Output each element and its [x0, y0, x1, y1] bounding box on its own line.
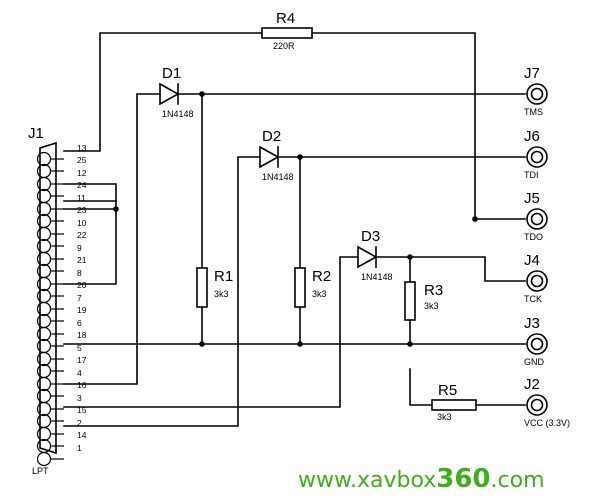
jack-ref: J3: [524, 315, 540, 332]
jack-ref: J6: [524, 128, 540, 145]
jack-signal: TCK: [524, 294, 542, 304]
connector-pin-number: 14: [77, 430, 87, 440]
connector-pin-number: 6: [77, 318, 82, 328]
jack-outer: [526, 394, 548, 416]
connector-pin-number: 17: [77, 355, 87, 365]
connector-pin-number: 19: [77, 305, 87, 315]
connector-pin-number: 10: [77, 218, 87, 228]
connector-pin-number: 23: [77, 205, 87, 215]
connector-pin-number: 16: [77, 380, 87, 390]
r4-value: 220R: [273, 41, 295, 51]
watermark-prefix: www.xavbox: [298, 468, 436, 493]
junction-dot: [407, 254, 413, 260]
jack-signal: TMS: [524, 107, 543, 117]
resistor-r1: R1 3k3: [196, 267, 233, 308]
connector-pin-number: 13: [77, 143, 87, 153]
connector-pin-number: 4: [77, 368, 82, 378]
junction-dot: [113, 206, 119, 212]
connector-pin-number: 20: [77, 280, 87, 290]
r3-ref: R3: [424, 282, 443, 299]
resistor-r3: R3 3k3: [404, 281, 443, 321]
jack-ref: J7: [524, 65, 540, 82]
r2-value: 3k3: [312, 289, 327, 299]
jack-outer: [526, 146, 548, 168]
resistor-r4: R4 220R: [261, 10, 313, 51]
jack-inner: [530, 212, 544, 226]
connector-pin-number: 7: [77, 293, 82, 303]
connector-name: LPT: [32, 466, 49, 476]
jack-outer: [526, 270, 548, 292]
watermark: www.xavbox360.com: [298, 464, 545, 494]
connector-pin-number: 8: [77, 268, 82, 278]
connector-pin-number: 25: [77, 155, 87, 165]
jack-inner: [530, 150, 544, 164]
r1-ref: R1: [214, 268, 233, 285]
connector-pin-number: 15: [77, 405, 87, 415]
connector-pin-number: 24: [77, 180, 87, 190]
r2-ref: R2: [312, 268, 331, 285]
d3-value: 1N4148: [361, 272, 393, 282]
jack-inner: [530, 274, 544, 288]
junction-dot: [407, 341, 413, 347]
diode-d3: D3 1N4148: [357, 228, 393, 282]
jack-signal: TDO: [524, 232, 543, 242]
r5-ref: R5: [438, 382, 457, 399]
connector-pin-number: 21: [77, 255, 87, 265]
connector-pin-number: 18: [77, 330, 87, 340]
r1-value: 3k3: [214, 289, 229, 299]
d1-ref: D1: [162, 65, 181, 82]
junction-dot: [199, 91, 205, 97]
junction-dot: [199, 341, 205, 347]
junction-dot: [472, 216, 478, 222]
connector-pin: [36, 451, 52, 467]
jack-signal: TDI: [524, 170, 539, 180]
connector-pin-number: 22: [77, 230, 87, 240]
r4-ref: R4: [276, 10, 295, 27]
connector-pin-number: 5: [77, 343, 82, 353]
jack-outer: [526, 208, 548, 230]
d3-ref: D3: [361, 228, 380, 245]
wires: [63, 32, 526, 427]
d2-ref: D2: [262, 128, 281, 145]
connector-pin-number: 1: [77, 443, 82, 453]
watermark-accent: 360: [436, 464, 490, 494]
jack-inner: [530, 87, 544, 101]
r3-value: 3k3: [424, 301, 439, 311]
jack-signal: GND: [524, 357, 545, 367]
diode-d1: D1 1N4148: [159, 65, 194, 119]
jack-ref: J2: [524, 376, 540, 393]
resistor-r2: R2 3k3: [294, 267, 331, 308]
watermark-suffix: .com: [491, 468, 545, 493]
d1-value: 1N4148: [162, 109, 194, 119]
jack-inner: [530, 398, 544, 412]
connector-pin-number: 3: [77, 393, 82, 403]
junction-dot: [297, 341, 303, 347]
jack-outer: [526, 83, 548, 105]
junction-dot: [297, 154, 303, 160]
jack-outer: [526, 333, 548, 355]
connector-pin-number: 2: [77, 418, 82, 428]
diode-d2: D2 1N4148: [259, 128, 294, 182]
connector-pin-number: 11: [77, 193, 86, 203]
junctions: [113, 91, 478, 347]
resistor-r5: R5 3k3: [431, 382, 477, 422]
jack-ref: J5: [524, 190, 540, 207]
connector-ref: J1: [28, 125, 44, 142]
connector-pin-number: 9: [77, 243, 82, 253]
r5-value: 3k3: [437, 412, 452, 422]
jack-signal: VCC (3.3V): [524, 418, 570, 428]
jack-ref: J4: [524, 252, 540, 269]
d2-value: 1N4148: [262, 172, 294, 182]
jack-inner: [530, 337, 544, 351]
connector-pin-number: 12: [77, 168, 87, 178]
